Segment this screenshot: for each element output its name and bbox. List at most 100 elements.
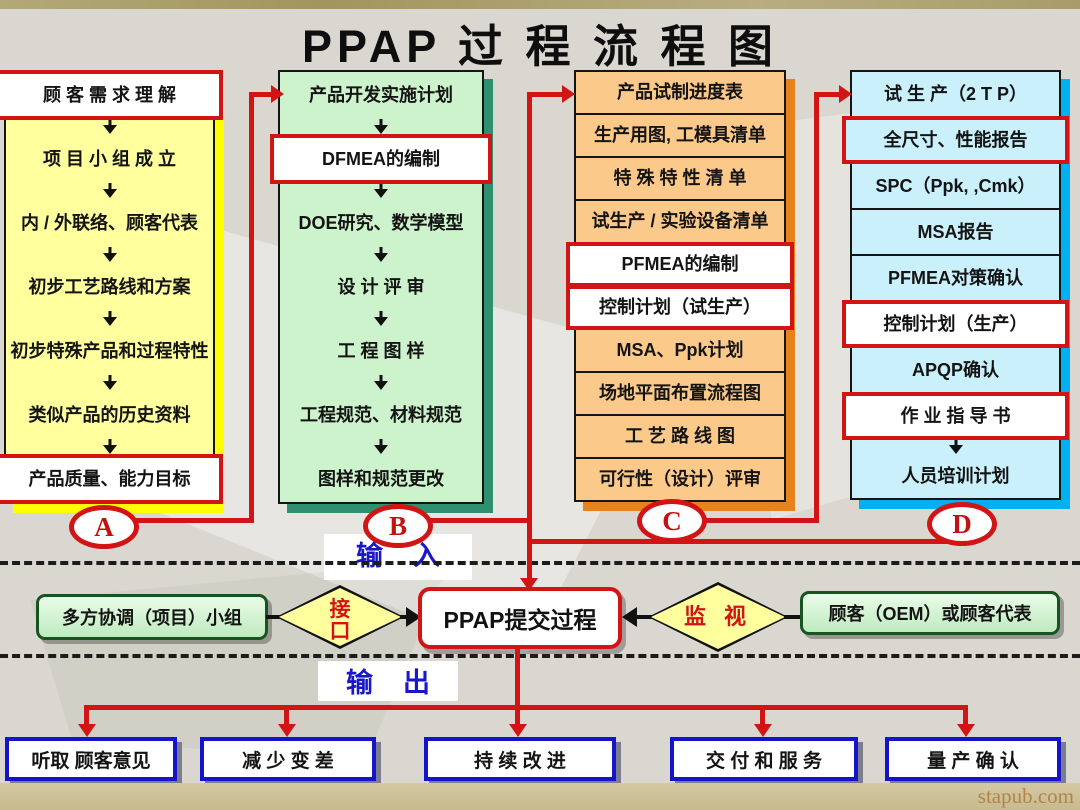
flow-column-b: 产品开发实施计划 DFMEA的编制 DOE研究、数学模型设 计 评 审工 程 图 样… — [270, 70, 492, 504]
flow-line — [266, 615, 280, 619]
down-arrow-icon — [278, 246, 484, 264]
flow-box: 人员培训计划 — [850, 452, 1061, 500]
flow-box: 控制计划（试生产） — [566, 285, 794, 330]
flow-box: 内 / 外联络、顾客代表 — [4, 198, 215, 248]
flow-line — [527, 539, 963, 544]
flow-line — [284, 705, 289, 726]
flow-box: 工 艺 路 线 图 — [574, 414, 786, 459]
flow-box: DOE研究、数学模型 — [278, 198, 484, 248]
top-border-strip — [0, 0, 1080, 9]
connector-oval-c: C — [637, 499, 707, 543]
arrow-down-icon — [509, 724, 527, 737]
connector-oval-d: D — [927, 502, 997, 546]
page-title: PPAP 过 程 流 程 图 — [302, 21, 778, 72]
flow-box: 工 程 图 样 — [278, 326, 484, 376]
down-arrow-icon — [278, 374, 484, 392]
watermark: stapub.com — [977, 784, 1074, 808]
interface-diamond: 接 口 — [276, 585, 404, 649]
flow-box: 可行性（设计）评审 — [574, 457, 786, 502]
down-arrow-icon — [4, 438, 215, 456]
flow-line — [784, 615, 802, 619]
flow-box: 产品质量、能力目标 — [0, 454, 223, 504]
flow-line — [400, 615, 410, 619]
connector-oval-a: A — [69, 505, 139, 549]
flow-box: 产品试制进度表 — [574, 70, 786, 115]
down-arrow-icon — [278, 310, 484, 328]
dashed-separator — [0, 561, 1080, 565]
flow-box: SPC（Ppk, ,Cmk） — [850, 162, 1061, 210]
flow-box: 类似产品的历史资料 — [4, 390, 215, 440]
flow-line — [515, 705, 520, 726]
down-arrow-icon — [278, 438, 484, 456]
output-box: 听取 顾客意见 — [5, 737, 177, 781]
flow-box: MSA报告 — [850, 208, 1061, 256]
flow-line — [703, 518, 819, 523]
flow-box: 试生产 / 实验设备清单 — [574, 199, 786, 244]
monitor-diamond: 监 视 — [648, 582, 788, 652]
flow-line — [84, 705, 968, 710]
arrow-down-icon — [957, 724, 975, 737]
flow-box: PFMEA的编制 — [566, 242, 794, 287]
flow-box: 作 业 指 导 书 — [842, 392, 1069, 440]
flow-box: 场地平面布置流程图 — [574, 371, 786, 416]
arrow-right-icon — [562, 85, 575, 103]
flow-box: 特 殊 特 性 清 单 — [574, 156, 786, 201]
flow-line — [249, 94, 254, 523]
flow-box: MSA、Ppk计划 — [574, 328, 786, 373]
flow-box: 初步特殊产品和过程特性 — [4, 326, 215, 376]
flow-column-a: 顾 客 需 求 理 解项 目 小 组 成 立内 / 外联络、顾客代表初步工艺路线… — [0, 70, 223, 504]
flow-box: DFMEA的编制 — [270, 134, 492, 184]
flow-column-c: 产品试制进度表生产用图, 工模具清单特 殊 特 性 清 单试生产 / 实验设备清… — [566, 70, 794, 502]
flow-line — [527, 92, 565, 97]
down-arrow-icon — [278, 182, 484, 200]
flow-line — [249, 92, 273, 97]
output-box: 交 付 和 服 务 — [670, 737, 858, 781]
down-arrow-icon — [4, 374, 215, 392]
arrow-down-icon — [754, 724, 772, 737]
flow-line — [634, 615, 652, 619]
flow-line — [760, 705, 765, 726]
flow-line — [136, 518, 254, 523]
flow-box: APQP确认 — [850, 346, 1061, 394]
flow-box: 项 目 小 组 成 立 — [4, 134, 215, 184]
flow-line — [814, 92, 842, 97]
output-box: 持 续 改 进 — [424, 737, 616, 781]
flow-line — [84, 705, 89, 726]
flow-box: 产品开发实施计划 — [278, 70, 484, 120]
output-label: 输 出 — [318, 661, 458, 701]
flow-box: 试 生 产（2 T P） — [850, 70, 1061, 118]
output-box: 减 少 变 差 — [200, 737, 376, 781]
dashed-separator — [0, 654, 1080, 658]
flow-line — [527, 94, 532, 580]
monitor-diamond-label: 监 视 — [683, 604, 753, 630]
flow-line — [963, 705, 968, 726]
interface-diamond-label: 接 口 — [329, 597, 351, 643]
down-arrow-icon — [4, 182, 215, 200]
customer-box: 顾客（OEM）或顾客代表 — [800, 591, 1060, 635]
flow-box: PFMEA对策确认 — [850, 254, 1061, 302]
flow-box: 控制计划（生产） — [842, 300, 1069, 348]
output-label-text: 输 出 — [345, 668, 430, 698]
flow-line — [515, 648, 520, 710]
arrow-down-icon — [278, 724, 296, 737]
flow-box: 初步工艺路线和方案 — [4, 262, 215, 312]
connector-oval-b: B — [363, 504, 433, 548]
team-box: 多方协调（项目）小组 — [36, 594, 268, 640]
flow-line — [429, 518, 532, 523]
flow-box: 工程规范、材料规范 — [278, 390, 484, 440]
flow-box: 生产用图, 工模具清单 — [574, 113, 786, 158]
input-label-text: 输 入 — [355, 541, 440, 571]
down-arrow-icon — [278, 118, 484, 136]
flow-box: 图样和规范更改 — [278, 454, 484, 504]
ppap-process-box: PPAP提交过程 — [418, 587, 622, 649]
bottom-border-strip: stapub.com — [0, 783, 1080, 810]
arrow-right-icon — [271, 85, 284, 103]
flow-box: 全尺寸、性能报告 — [842, 116, 1069, 164]
down-arrow-icon — [4, 118, 215, 136]
arrow-right-icon — [839, 85, 852, 103]
arrow-down-icon — [520, 578, 538, 591]
down-arrow-icon — [4, 246, 215, 264]
arrow-left-icon — [622, 607, 637, 627]
flow-box: 设 计 评 审 — [278, 262, 484, 312]
